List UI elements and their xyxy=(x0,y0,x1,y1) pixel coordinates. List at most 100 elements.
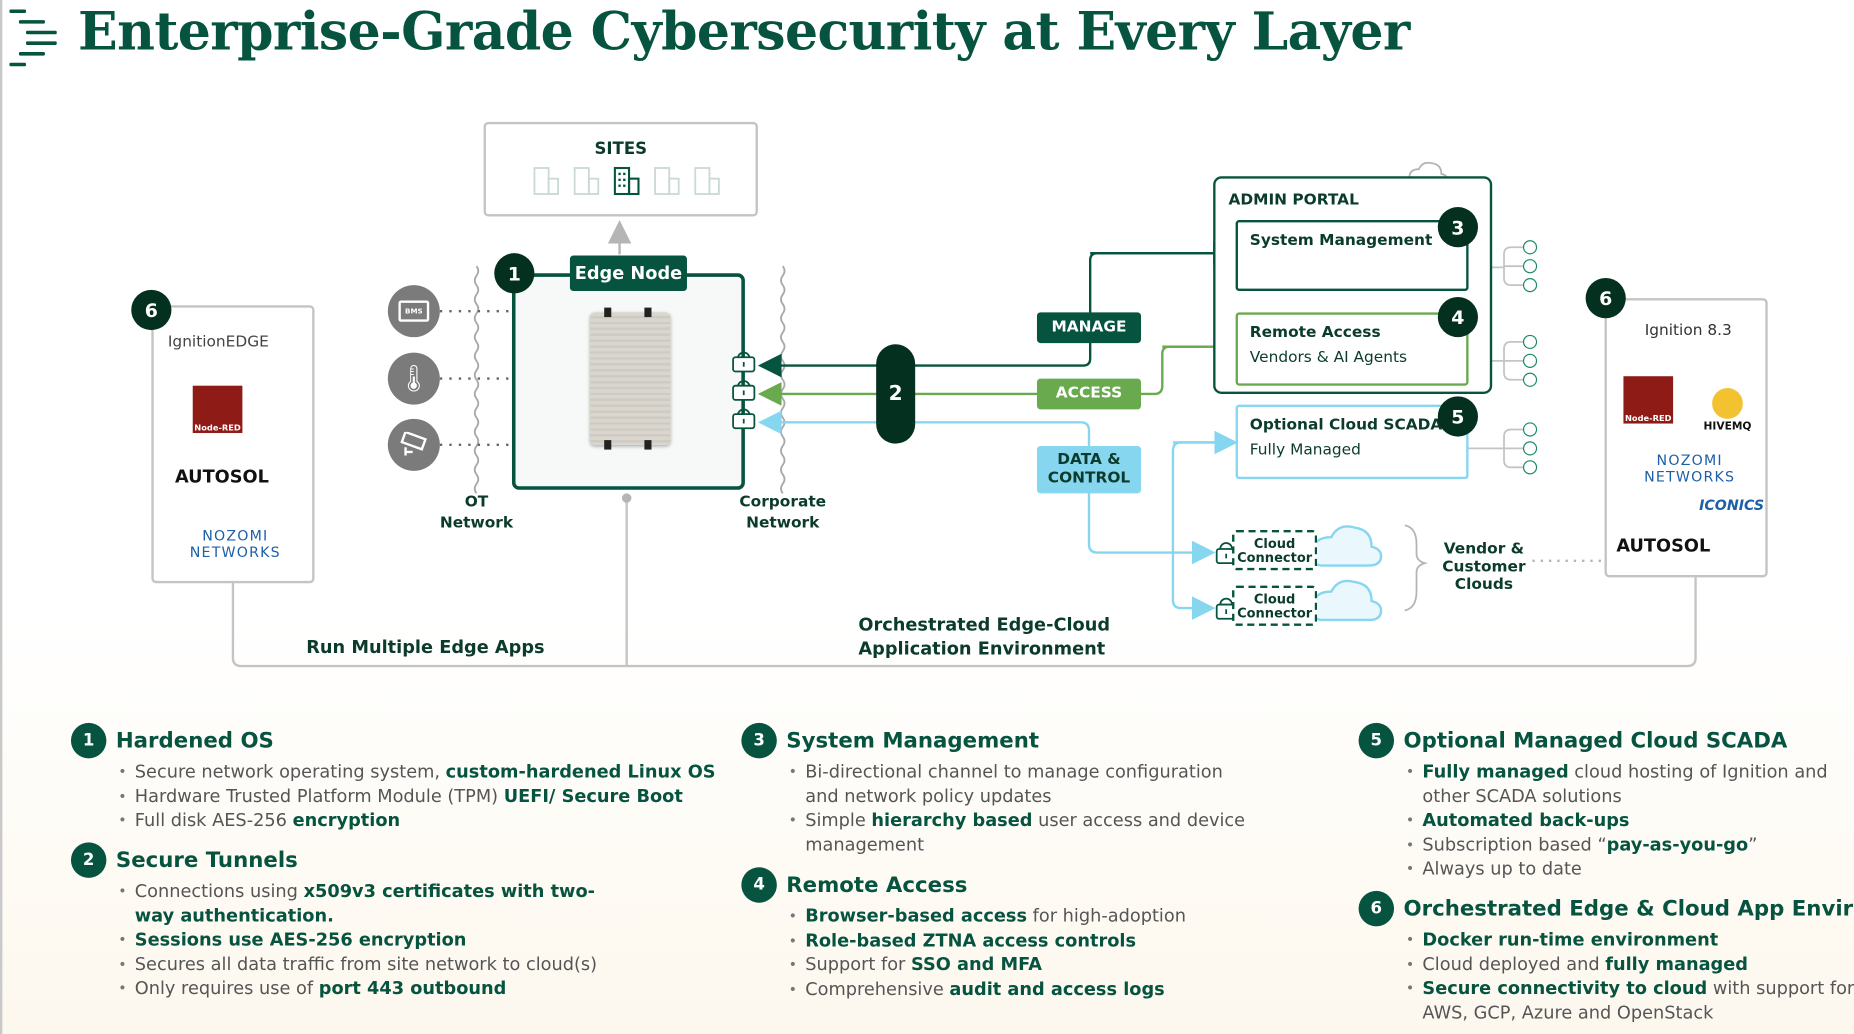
bullet-emphasis: Secure connectivity to cloud xyxy=(1422,977,1708,999)
cloud-connector-1: Cloud Connector xyxy=(1232,530,1318,571)
hivemq-bee-icon xyxy=(1712,388,1743,419)
user-icon xyxy=(1522,353,1538,368)
section-4-header: 4 Remote Access xyxy=(741,867,968,903)
user-icon xyxy=(1522,460,1538,475)
section-title: Hardened OS xyxy=(115,728,274,754)
clouds-brace xyxy=(1404,524,1429,612)
bullet-item: Bi-directional channel to manage configu… xyxy=(789,760,1262,809)
bullet-emphasis: Automated back-ups xyxy=(1422,809,1630,831)
bullet-item: Cloud deployed and fully managed xyxy=(1406,952,1854,976)
bullet-item: Subscription based “pay-as-you-go” xyxy=(1406,832,1854,856)
bullet-emphasis: pay-as-you-go xyxy=(1606,833,1749,855)
bullet-item: Secures all data traffic from site netwo… xyxy=(118,952,615,976)
ot-network-boundary xyxy=(473,265,480,494)
bullet-item: Sessions use AES-256 encryption xyxy=(118,928,615,952)
access-channel-label: ACCESS xyxy=(1036,378,1142,410)
right-apps-badge: 6 xyxy=(1585,278,1626,319)
section-number-badge: 4 xyxy=(741,867,777,903)
section-number-badge: 6 xyxy=(1358,890,1395,927)
cloud-scada-badge: 5 xyxy=(1437,396,1478,437)
secure-tunnel-badge: 2 xyxy=(876,344,916,444)
user-icon xyxy=(1522,240,1538,255)
section-1-header: 1 Hardened OS xyxy=(70,722,274,759)
cloud-connector-2: Cloud Connector xyxy=(1232,585,1318,626)
edge-node-badge: 1 xyxy=(494,253,535,294)
autosol-logo: AUTOSOL xyxy=(175,466,269,487)
tunnel-locks xyxy=(732,348,756,438)
bullet-emphasis: hierarchy based xyxy=(871,809,1033,831)
cloud-shape-2 xyxy=(1311,579,1383,622)
bullet-item: Simple hierarchy based user access and d… xyxy=(789,808,1262,857)
hivemq-text: HIVEMQ xyxy=(1703,421,1752,434)
autosol-text: AUTOSOL xyxy=(1616,534,1711,557)
edge-device-image xyxy=(590,307,671,450)
bullet-emphasis: UEFI/ Secure Boot xyxy=(503,784,683,807)
bullet-emphasis: x509v3 certificates with two-way authent… xyxy=(134,880,595,926)
data-control-channel-label: DATA & CONTROL xyxy=(1036,446,1142,494)
user-icon xyxy=(1522,278,1538,293)
orchestrated-env-label: Orchestrated Edge-Cloud Application Envi… xyxy=(858,614,1111,659)
section-1-bullets: Secure network operating system, custom-… xyxy=(118,760,733,833)
left-apps-box: IgnitionEDGE Node-RED AUTOSOL NOZOMI NET… xyxy=(151,305,315,584)
admin-portal-label: ADMIN PORTAL xyxy=(1228,191,1359,210)
bullet-emphasis: audit and access logs xyxy=(949,977,1165,1000)
section-5-bullets: Fully managed cloud hosting of Ignition … xyxy=(1406,760,1854,881)
autosol-logo: AUTOSOL xyxy=(1616,535,1710,556)
section-title: Orchestrated Edge & Cloud App Environmen… xyxy=(1403,896,1854,922)
building-icon-active xyxy=(613,166,640,196)
bullet-item: Always up to date xyxy=(1406,857,1854,881)
ignition-edge-text: IgnitionEDGE xyxy=(167,333,269,352)
system-management-card: System Management xyxy=(1235,220,1469,292)
section-6-header: 6 Orchestrated Edge & Cloud App Environme… xyxy=(1358,890,1854,927)
bullet-item: Secure network operating system, custom-… xyxy=(118,760,733,784)
user-icon xyxy=(1522,259,1538,274)
section-title: Optional Managed Cloud SCADA xyxy=(1403,728,1788,754)
building-icon xyxy=(533,167,559,195)
node-red-logo: Node-RED xyxy=(192,385,243,434)
nozomi-logo: NOZOMI NETWORKS xyxy=(170,528,300,561)
user-icon xyxy=(1522,422,1538,437)
section-number-badge: 1 xyxy=(70,722,107,759)
remote-access-card: Remote Access Vendors & AI Agents xyxy=(1235,312,1469,386)
sites-box: SITES xyxy=(483,121,758,217)
bullet-emphasis: port 443 outbound xyxy=(318,977,507,999)
cloud-scada-subtitle: Fully Managed xyxy=(1249,441,1361,460)
bms-device-icon: BMS xyxy=(387,285,440,338)
section-title: System Management xyxy=(786,728,1040,754)
thermometer-icon: 🌡 xyxy=(387,352,440,405)
cloud-shape-1 xyxy=(1311,525,1383,567)
autosol-text: AUTOSOL xyxy=(174,466,269,488)
bullet-item: Full disk AES-256 encryption xyxy=(118,808,733,832)
bms-label: BMS xyxy=(398,300,430,322)
sites-building-row xyxy=(533,166,720,196)
section-number-badge: 2 xyxy=(70,842,107,878)
remote-access-badge: 4 xyxy=(1437,296,1478,338)
building-icon xyxy=(573,167,600,195)
left-apps-badge: 6 xyxy=(131,289,172,331)
bullet-item: Browser-based access for high-adoption xyxy=(789,904,1262,928)
brand-stripes-icon xyxy=(9,9,59,68)
lock-icon xyxy=(1215,538,1237,569)
access-line xyxy=(757,345,1236,406)
bullet-emphasis: Role-based ZTNA access controls xyxy=(805,929,1137,951)
run-multiple-apps-label: Run Multiple Edge Apps xyxy=(306,636,545,658)
bullet-emphasis: Sessions use AES-256 encryption xyxy=(134,928,467,951)
edge-to-env-dot xyxy=(621,493,632,503)
diagram-connectors xyxy=(231,161,1697,668)
section-title: Remote Access xyxy=(786,872,968,898)
bullet-emphasis: fully managed xyxy=(1605,952,1748,975)
bullet-item: Support for SSO and MFA xyxy=(789,952,1262,976)
corporate-network-label: Corporate Network xyxy=(739,493,827,533)
nozomi-text: NOZOMI NETWORKS xyxy=(189,527,281,561)
bullet-item: Only requires use of port 443 outbound xyxy=(118,976,615,1000)
section-2-bullets: Connections using x509v3 certificates wi… xyxy=(118,879,615,1000)
section-3-bullets: Bi-directional channel to manage configu… xyxy=(789,760,1262,857)
building-icon xyxy=(654,167,680,195)
ignition-83-logo: Ignition 8.3 xyxy=(1645,322,1732,340)
nozomi-logo: NOZOMI NETWORKS xyxy=(1616,452,1763,485)
bullet-item: Docker run-time environment xyxy=(1406,928,1854,952)
vendor-clouds-label: Vendor & Customer Clouds xyxy=(1442,540,1526,594)
